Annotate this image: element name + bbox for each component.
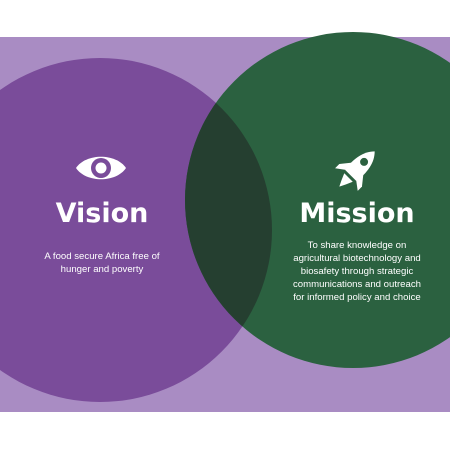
mission-description-line: biosafety through strategic bbox=[300, 266, 414, 277]
vision-title: Vision bbox=[55, 198, 149, 229]
vision-description: A food secure Africa free of hunger and … bbox=[28, 250, 176, 276]
vision-description-line: A food secure Africa free of bbox=[44, 251, 160, 262]
vision-description-line: hunger and poverty bbox=[60, 264, 144, 275]
mission-description-line: for informed policy and choice bbox=[293, 292, 421, 303]
mission-description-line: agricultural biotechnology and bbox=[293, 253, 421, 264]
mission-description-line: To share knowledge on bbox=[307, 240, 407, 251]
mission-title: Mission bbox=[299, 198, 415, 229]
eye-icon bbox=[74, 150, 128, 186]
mission-description: To share knowledge on agricultural biote… bbox=[276, 239, 438, 304]
mission-description-line: communications and outreach bbox=[293, 279, 421, 290]
rocket-icon bbox=[329, 142, 385, 196]
